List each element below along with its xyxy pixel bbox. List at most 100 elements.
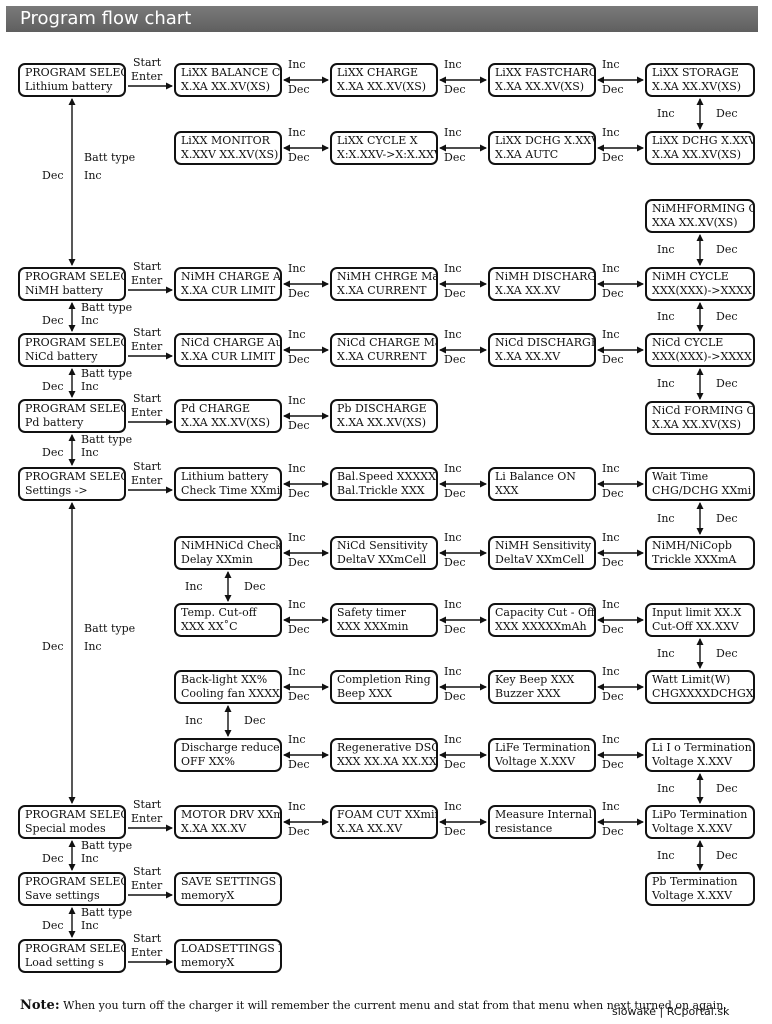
box-line-1: NiMH CHARGE Aut xyxy=(181,270,282,283)
dec-label: Dec xyxy=(602,825,624,838)
box-line-2: X.XA XX.XV(XS) xyxy=(181,416,271,429)
box-line-1: Lithium battery xyxy=(181,470,269,483)
dec-label: Dec xyxy=(444,825,466,838)
inc-label: Inc xyxy=(288,262,306,275)
dec-label: Dec xyxy=(444,758,466,771)
box-line-2: DeltaV XXmCell xyxy=(337,553,427,566)
inc-label: Inc xyxy=(657,243,675,256)
box-line-2: memoryX xyxy=(181,956,235,969)
box-line-2: X.XA CUR LIMIT xyxy=(181,350,276,363)
dec-label: Dec xyxy=(602,556,624,569)
dec-label: Dec xyxy=(716,646,738,660)
start-label: Start xyxy=(133,798,162,811)
start-label: Start xyxy=(133,865,162,878)
box-line-1: NiCd CYCLE xyxy=(652,336,724,349)
box-line-2: X.XA XX.XV xyxy=(181,822,247,835)
box-line-1: NiCd CHARGE Mar xyxy=(337,336,438,349)
box-line-2: CHG/DCHG XXmi xyxy=(652,484,752,497)
inc-label: Inc xyxy=(288,126,306,139)
start-label: Start xyxy=(133,56,162,69)
box-line-2: Settings -> xyxy=(25,484,88,497)
box-line-1: LiXX MONITOR xyxy=(181,134,270,147)
box-line-2: Pd battery xyxy=(25,416,84,429)
dec-label: Dec xyxy=(602,758,624,771)
inc-label: Inc xyxy=(657,107,675,120)
dec-label: Dec xyxy=(288,83,310,96)
nimh-forming-box: NiMHFORMING CHXXA XX.XV(XS) xyxy=(645,199,755,233)
box-line-1: PROGRAM SELECT xyxy=(25,270,126,283)
dec-label: Dec xyxy=(42,919,64,932)
box-line-2: Cooling fan XXXX xyxy=(181,687,280,700)
dec-label: Dec xyxy=(444,556,466,569)
box-line-1: NiMH Sensitivity xyxy=(495,539,592,552)
inc-label: Inc xyxy=(657,511,675,525)
inc-label: Inc xyxy=(657,781,675,795)
box-line-1: LiXX DCHG X.XXV xyxy=(495,134,596,147)
box-line-2: XXX(XXX)->XXXX xyxy=(652,284,752,297)
start-label: Start xyxy=(133,260,162,273)
box-line-2: XXX xyxy=(495,484,519,497)
box-line-1: NiMH/NiCopb xyxy=(652,539,732,552)
inc-label: Inc xyxy=(602,462,620,475)
load-row-box-1: LOADSETTINGS XXmemoryX xyxy=(174,939,282,973)
box-line-2: X.XA CURRENT xyxy=(337,284,427,297)
box-line-1: PROGRAM SELECT xyxy=(25,942,126,955)
box-line-2: X.XA XX.XV(XS) xyxy=(337,80,427,93)
inc-label: Inc xyxy=(288,800,306,813)
box-line-1: Key Beep XXX xyxy=(495,673,575,686)
box-line-1: Measure Internal xyxy=(495,808,593,821)
inc-label: Inc xyxy=(288,462,306,475)
box-line-2: Buzzer XXX xyxy=(495,687,561,700)
box-line-1: NiMHFORMING CH xyxy=(652,202,753,215)
box-line-1: Li Balance ON xyxy=(495,470,576,483)
inc-label: Inc xyxy=(657,646,675,660)
inc-label: Inc xyxy=(602,598,620,611)
inc-label: Inc xyxy=(84,640,102,653)
dec-label: Dec xyxy=(288,758,310,771)
enter-label: Enter xyxy=(131,946,163,959)
box-line-1: NiMH CYCLE xyxy=(652,270,729,283)
batt-type-label: Batt type xyxy=(84,151,136,164)
box-line-2: X.XA CURRENT xyxy=(337,350,427,363)
enter-label: Enter xyxy=(131,70,163,83)
box-line-2: Voltage X.XXV xyxy=(495,755,576,768)
box-line-1: FOAM CUT XXmin xyxy=(337,808,438,821)
box-line-1: NiMH CHRGE Ma xyxy=(337,270,438,283)
box-line-2: Save settings xyxy=(25,889,100,902)
settings-row1-box-3: Li Balance ON XXX xyxy=(488,467,596,501)
box-line-2: Special modes xyxy=(25,822,106,835)
inc-label: Inc xyxy=(81,852,99,865)
box-line-2: Voltage X.XXV xyxy=(652,889,733,902)
dec-label: Dec xyxy=(716,107,738,120)
box-line-2: XXX XX˚C xyxy=(181,620,238,633)
box-line-2: Load setting s xyxy=(25,956,104,969)
dec-label: Dec xyxy=(288,353,310,366)
box-line-2: X:X.XXV->X:X.XXV xyxy=(337,148,438,161)
dec-label: Dec xyxy=(42,380,64,393)
box-line-2: Check Time XXmin xyxy=(181,484,282,497)
inc-label: Inc xyxy=(444,58,462,71)
box-line-1: Pd CHARGE xyxy=(181,402,250,415)
enter-label: Enter xyxy=(131,474,163,487)
box-line-1: LiPo Termination xyxy=(652,808,748,821)
